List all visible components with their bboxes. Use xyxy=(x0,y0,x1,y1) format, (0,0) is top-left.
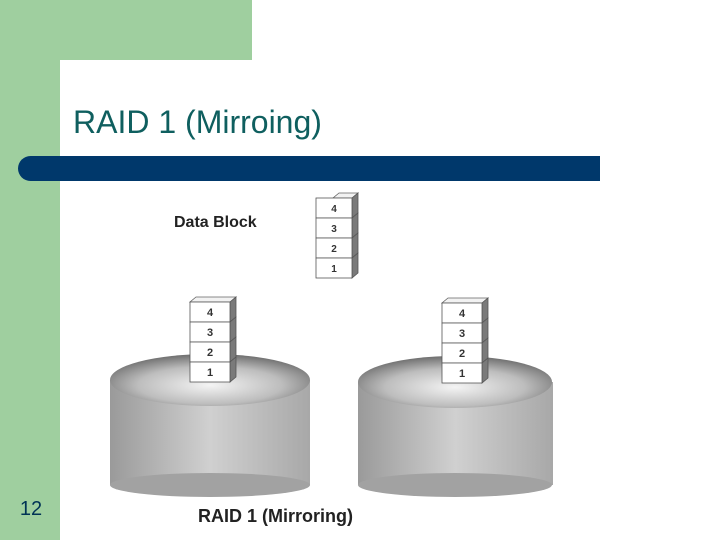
green-top-tab xyxy=(0,0,252,60)
disk-1-block-2: 2 xyxy=(189,336,237,363)
disk-1-block-3: 3 xyxy=(189,316,237,343)
disk-2-block-4: 4 xyxy=(440,297,490,324)
disk-1-block-4-label: 4 xyxy=(207,307,214,319)
data-block-3: 3 xyxy=(315,212,359,239)
disk-2-block-3-label: 3 xyxy=(459,328,465,340)
disk-1-block-3-label: 3 xyxy=(207,327,213,339)
data-block-3-label: 3 xyxy=(331,224,337,235)
disk-2-block-2: 2 xyxy=(441,337,489,364)
data-block-4: 4 xyxy=(315,192,360,219)
disk-1-block-4: 4 xyxy=(188,296,238,323)
data-block-1: 1 xyxy=(315,252,359,279)
slide-title: RAID 1 (Mirroing) xyxy=(73,104,322,140)
data-block-label: Data Block xyxy=(174,214,257,231)
data-block-1-label: 1 xyxy=(331,264,337,275)
disk-2-block-1: 1 xyxy=(441,357,489,384)
disk-2-cylinder xyxy=(358,356,553,497)
disk-1-block-1: 1 xyxy=(189,356,237,383)
slide-number: 12 xyxy=(19,498,43,520)
diagram-caption: RAID 1 (Mirroring) xyxy=(198,506,353,526)
data-block-2-label: 2 xyxy=(331,244,337,255)
disk-1-block-stack: 4 3 2 1 xyxy=(188,296,238,383)
green-sidebar xyxy=(0,0,60,540)
data-block-2: 2 xyxy=(315,232,359,259)
disk-2-block-2-label: 2 xyxy=(459,348,465,360)
disk-1-block-1-label: 1 xyxy=(207,367,213,379)
disk-2-block-1-label: 1 xyxy=(459,368,465,380)
data-block-stack: 4 3 2 1 xyxy=(315,192,360,279)
disk-1-block-2-label: 2 xyxy=(207,347,213,359)
disk-2-block-4-label: 4 xyxy=(459,308,466,320)
title-underline-bar xyxy=(18,156,600,181)
data-block-4-label: 4 xyxy=(331,204,337,215)
disk-2-block-stack: 4 3 2 1 xyxy=(440,297,490,384)
